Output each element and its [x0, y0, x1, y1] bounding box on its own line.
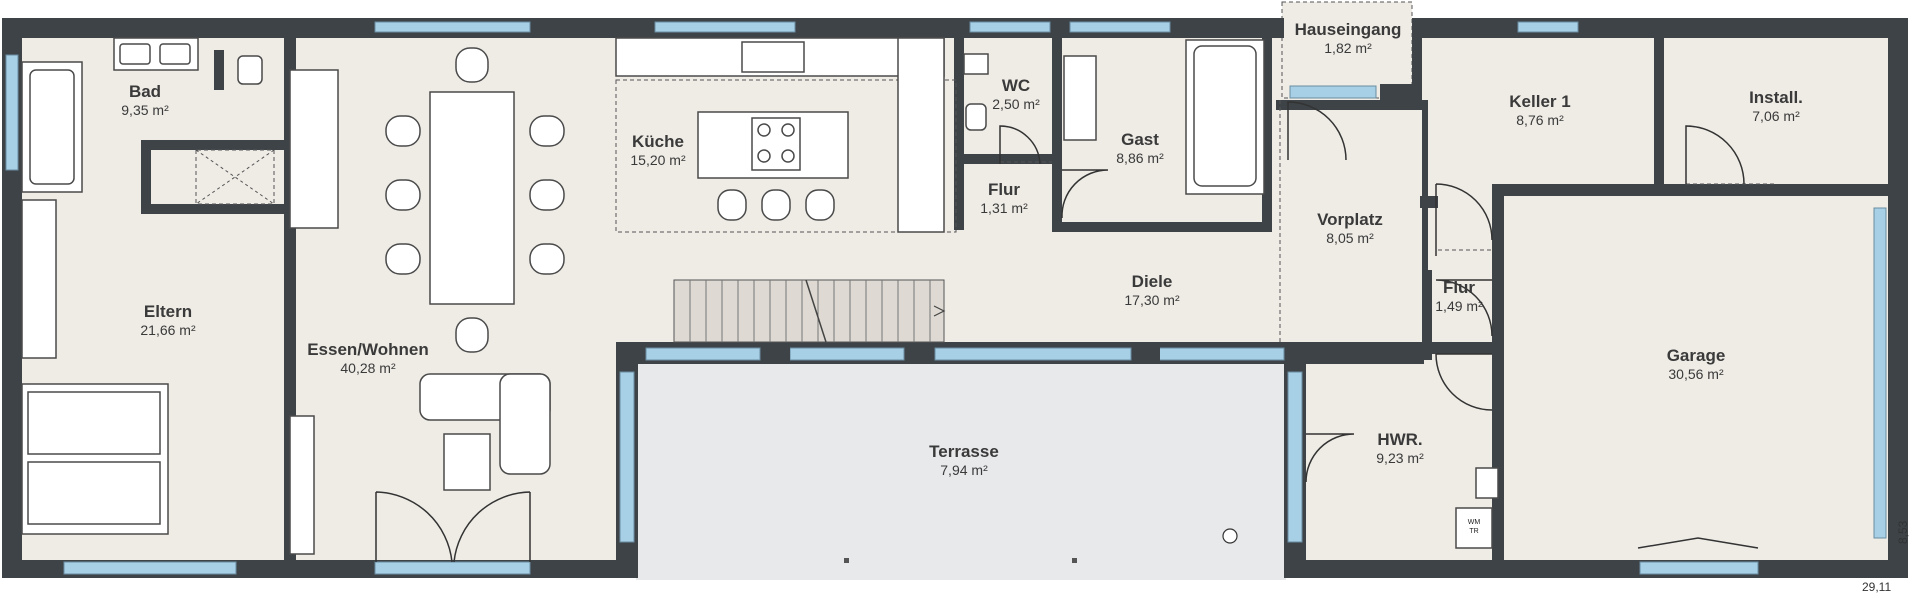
room-label-hwr: HWR. 9,23 m²	[1376, 430, 1424, 466]
chair	[385, 115, 421, 147]
kitchen-sink	[741, 41, 805, 73]
columns	[762, 342, 1160, 364]
washer-dryer-label: WM TR	[1467, 519, 1481, 535]
chair	[455, 47, 489, 83]
staircase	[673, 279, 946, 343]
furniture	[21, 37, 1499, 555]
post-marker	[1072, 558, 1077, 563]
chair	[529, 115, 565, 147]
post-marker	[844, 558, 849, 563]
bar-stool	[805, 189, 835, 221]
room-label-vorplatz: Vorplatz 8,05 m²	[1317, 210, 1383, 246]
tv-board	[289, 415, 315, 555]
chair	[529, 179, 565, 211]
room-label-install: Install. 7,06 m²	[1749, 88, 1803, 124]
room-label-diele: Diele 17,30 m²	[1124, 272, 1180, 308]
entrance-area	[1281, 1, 1413, 99]
toilet-wc	[965, 103, 987, 131]
bar-stool	[761, 189, 791, 221]
toilet-bad	[237, 55, 263, 85]
room-label-hauseingang: Hauseingang 1,82 m²	[1294, 20, 1402, 56]
room-label-kueche: Küche 15,20 m²	[630, 132, 686, 168]
room-label-keller: Keller 1 8,76 m²	[1509, 92, 1571, 128]
dashed-outlines	[195, 79, 1774, 342]
wc-sink	[963, 53, 989, 75]
room-label-bad: Bad 9,35 m²	[121, 82, 169, 118]
chair	[455, 317, 489, 353]
windows	[5, 21, 1887, 575]
room-label-flur-2: Flur 1,49 m²	[1435, 278, 1483, 314]
dimension-width: 29,11	[1862, 580, 1892, 594]
room-label-garage: Garage 30,56 m²	[1666, 346, 1726, 382]
room-label-wc: WC 2,50 m²	[992, 76, 1040, 112]
utility-sink	[1475, 467, 1499, 499]
wardrobe-bad	[21, 199, 57, 359]
drain-symbol	[1222, 528, 1238, 544]
room-label-flur-1: Flur 1,31 m²	[980, 180, 1028, 216]
chair	[385, 179, 421, 211]
dimension-depth: 8,53	[1896, 520, 1910, 544]
shower	[195, 149, 275, 205]
chair	[385, 243, 421, 275]
doors	[375, 101, 1759, 563]
room-label-gast: Gast 8,86 m²	[1116, 130, 1164, 166]
coffee-table	[443, 433, 491, 491]
guest-desk	[1063, 55, 1097, 141]
terrace-area	[636, 352, 1286, 580]
chair	[529, 243, 565, 275]
room-label-eltern: Eltern 21,66 m²	[140, 302, 196, 338]
dining-table	[429, 91, 515, 305]
room-label-terrasse: Terrasse 7,94 m²	[929, 442, 999, 478]
sideboard	[289, 69, 339, 229]
room-label-essen-wohnen: Essen/Wohnen 40,28 m²	[307, 340, 429, 376]
bar-stool	[717, 189, 747, 221]
washer-dryer	[1455, 507, 1493, 549]
